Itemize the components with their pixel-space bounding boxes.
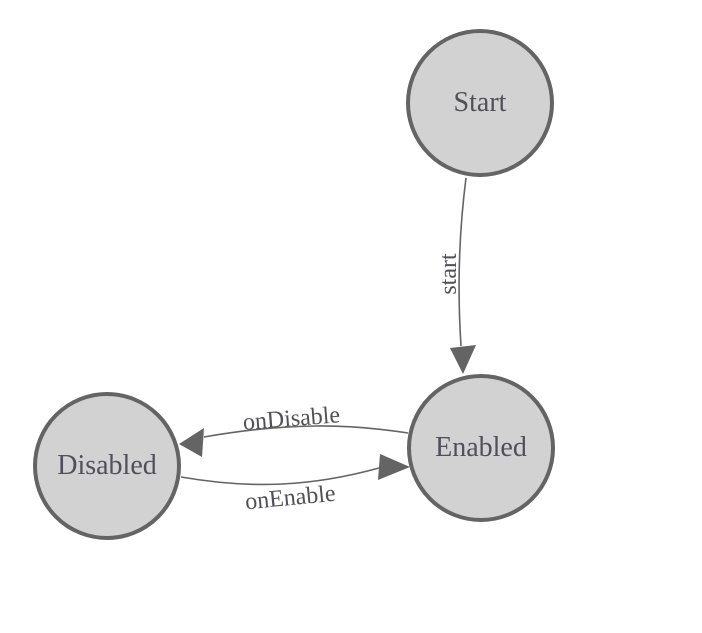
on-disable-edge-arrowhead-icon	[179, 428, 204, 457]
on-enable-edge-arrowhead-icon	[378, 454, 410, 480]
enabled-node-circle[interactable]	[407, 374, 555, 522]
on-enable-edge-label: onEnable	[244, 481, 337, 516]
state-node-disabled[interactable]: Disabled	[33, 392, 181, 540]
disabled-node-circle[interactable]	[33, 392, 181, 540]
edge-on-disable: onDisable	[179, 402, 409, 457]
start-edge-line	[458, 177, 467, 347]
start-edge-arrowhead-icon	[450, 345, 476, 374]
state-node-start[interactable]: Start	[406, 29, 554, 177]
on-disable-edge-label: onDisable	[242, 402, 341, 436]
start-node-circle[interactable]	[406, 29, 554, 177]
edge-on-enable: onEnable	[180, 454, 410, 516]
start-node-label: Start	[454, 87, 507, 118]
state-node-enabled[interactable]: Enabled	[407, 374, 555, 522]
on-disable-edge-line	[203, 425, 409, 438]
on-enable-edge-line	[180, 467, 380, 486]
edge-start-transition: start	[436, 177, 476, 374]
start-edge-label: start	[436, 253, 462, 295]
enabled-node-label: Enabled	[435, 432, 527, 463]
disabled-node-label: Disabled	[57, 450, 157, 481]
